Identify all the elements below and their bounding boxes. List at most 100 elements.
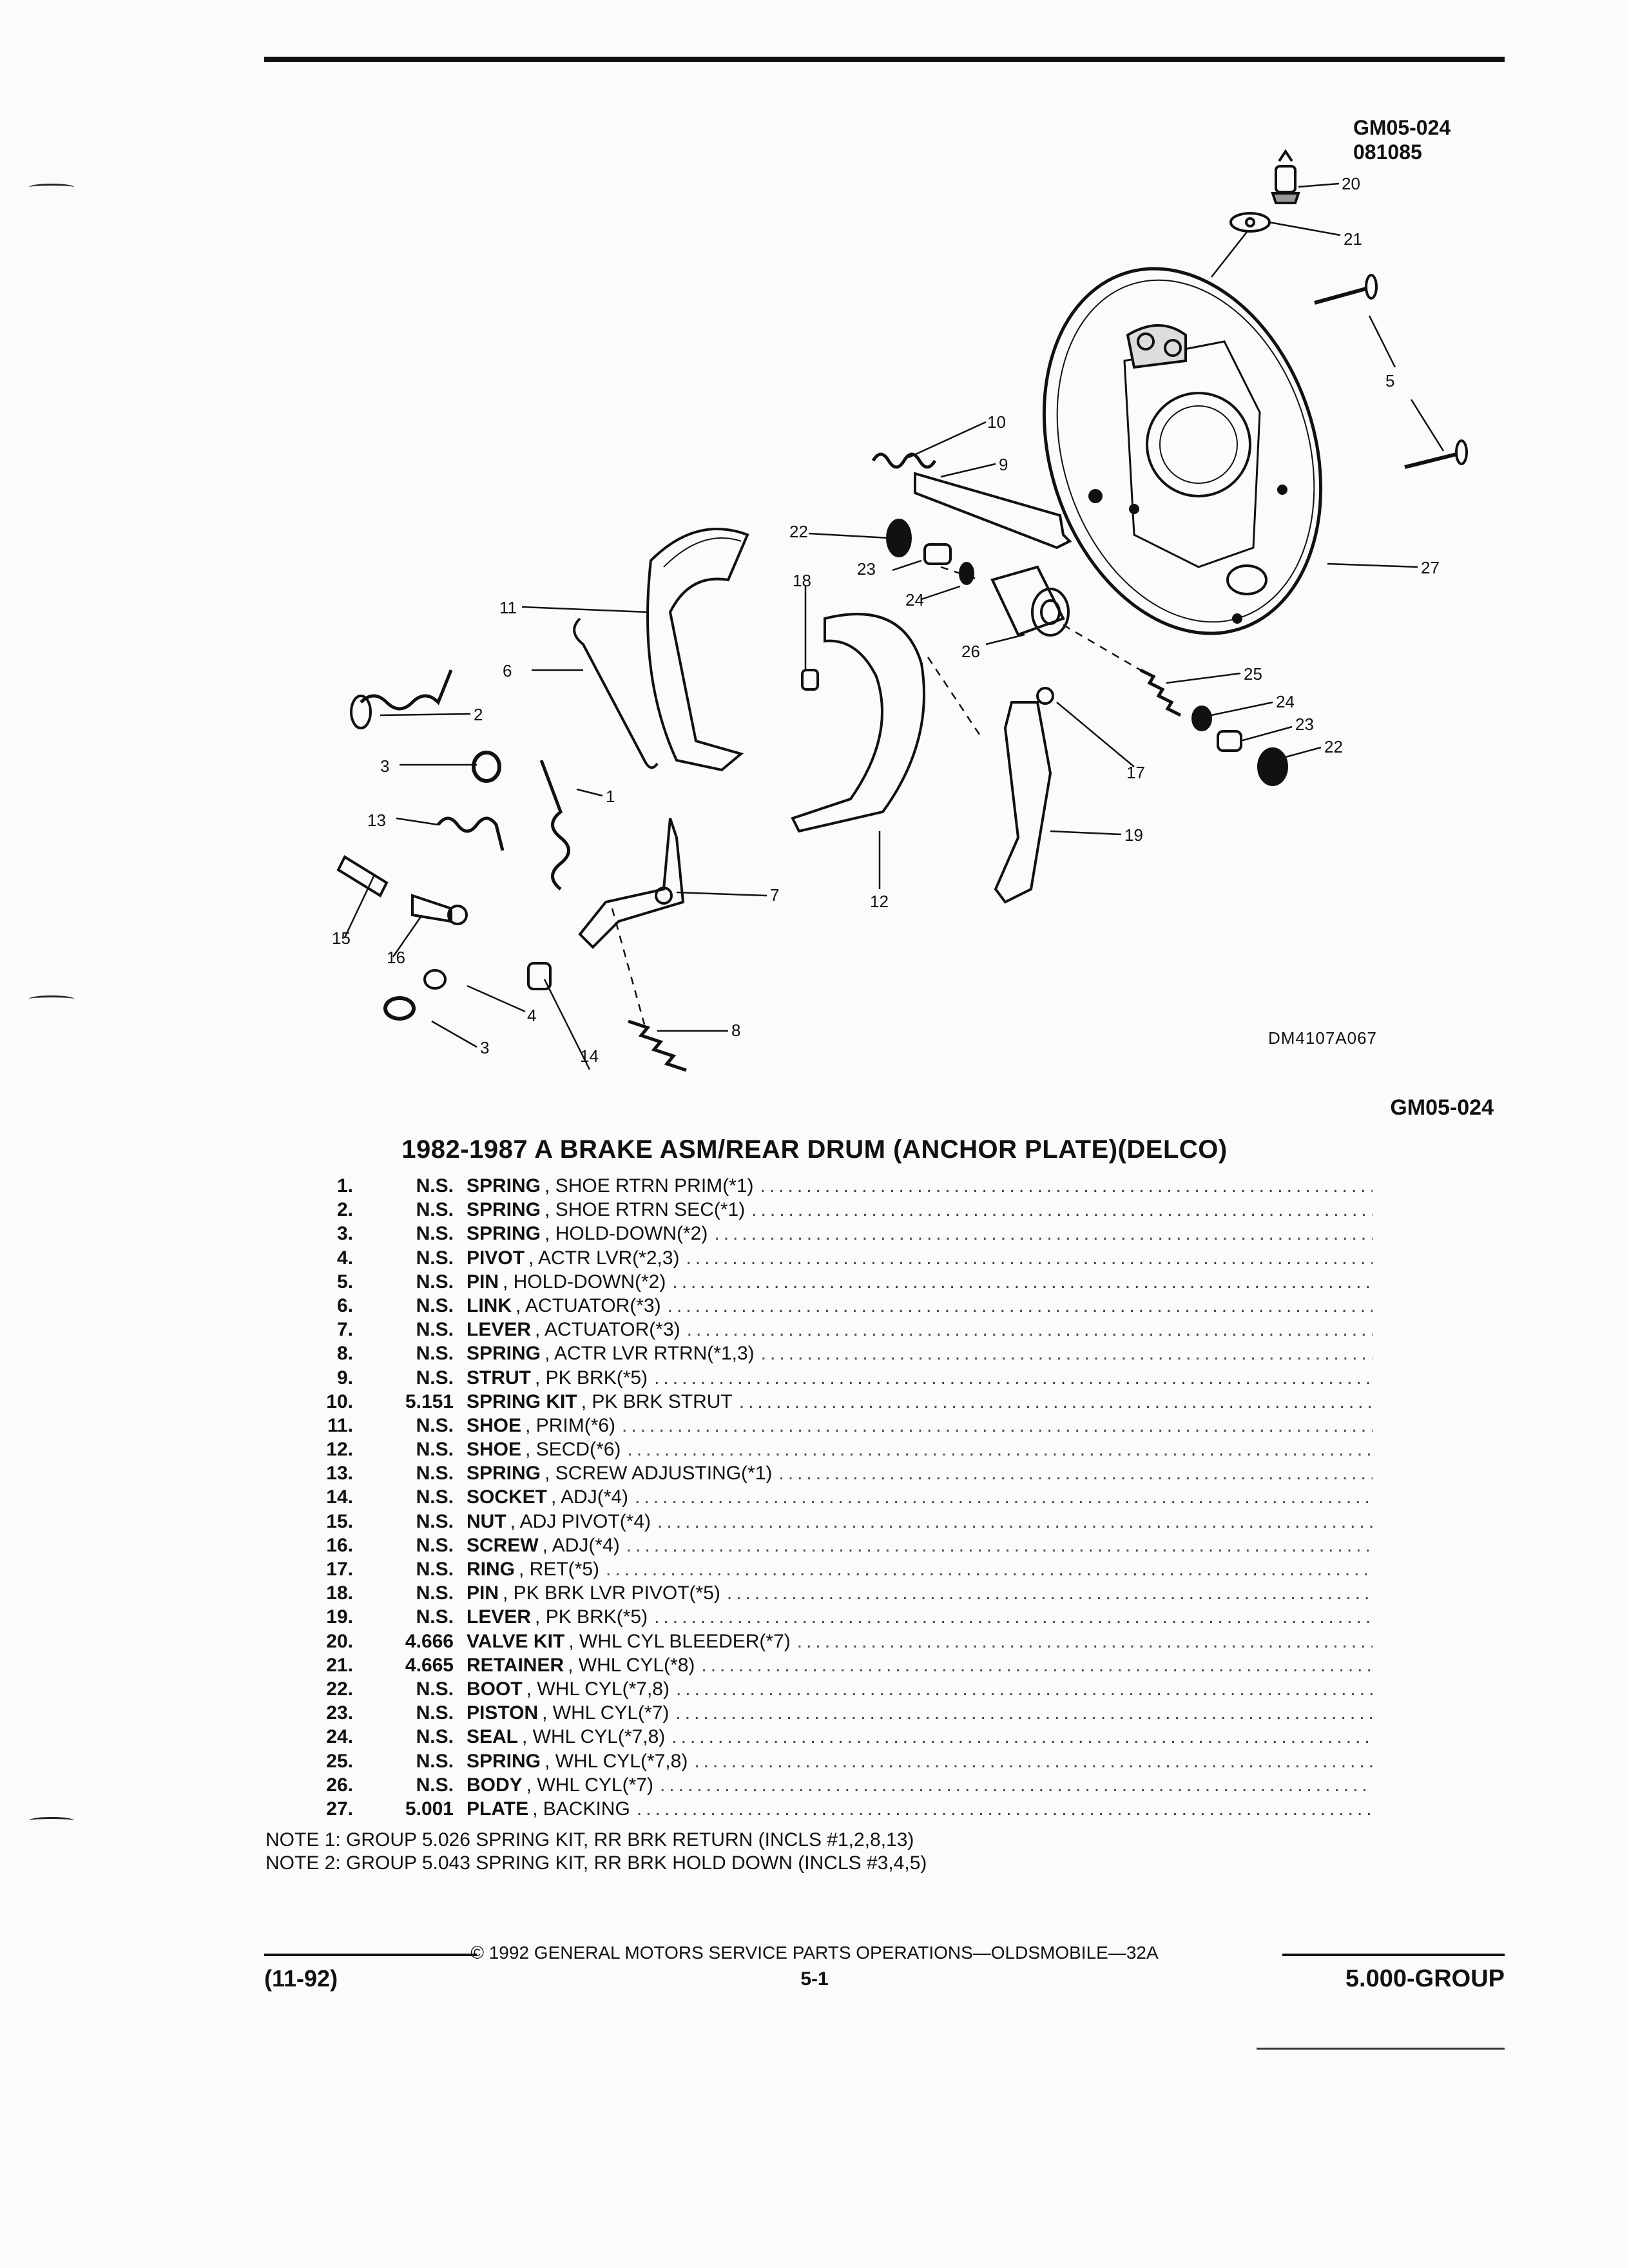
copyright: © 1992 GENERAL MOTORS SERVICE PARTS OPER… — [470, 1943, 1159, 1963]
callout-9: 9 — [999, 455, 1008, 474]
part-description: , PRIM(*6) — [525, 1414, 616, 1436]
parts-row: 6.N.S.LINK, ACTUATOR(*3)................… — [303, 1294, 1373, 1318]
callout-2: 2 — [474, 705, 483, 724]
part-number: 11. — [327, 1414, 353, 1436]
diagram-code: GM05-024 — [1353, 116, 1451, 139]
part-number: 9. — [336, 1367, 353, 1389]
boot-drawing — [886, 519, 912, 557]
parts-row: 13.N.S.SPRING, SCREW ADJUSTING(*1)......… — [303, 1461, 1373, 1485]
part-number: 2. — [336, 1199, 353, 1221]
drawing-number: DM4107A067 — [1268, 1028, 1377, 1048]
part-description: , SHOE RTRN PRIM(*1) — [545, 1175, 754, 1196]
group-code: GM05-024 — [1390, 1095, 1494, 1120]
part-number: 4. — [336, 1247, 353, 1269]
callout-22a: 22 — [789, 522, 808, 541]
callout-6: 6 — [503, 661, 512, 680]
part-name: RETAINER — [467, 1654, 564, 1676]
footer-group: 5.000-GROUP — [1345, 1965, 1505, 1992]
part-description: , ADJ(*4) — [542, 1534, 620, 1556]
callout-5: 5 — [1385, 371, 1394, 390]
group-number: N.S. — [416, 1343, 454, 1365]
part-number: 26. — [326, 1774, 353, 1796]
part-number: 14. — [326, 1486, 353, 1508]
part-name: STRUT — [467, 1367, 531, 1389]
part-name: PIVOT — [467, 1247, 525, 1269]
group-number: 5.001 — [405, 1798, 454, 1820]
punch-mark — [29, 1817, 74, 1824]
callout-26: 26 — [961, 642, 980, 661]
leader-dots: ........................................… — [654, 1606, 1373, 1628]
part-name: PISTON — [467, 1702, 539, 1724]
part-description: , SHOE RTRN SEC(*1) — [545, 1199, 746, 1221]
diagram-artwork — [336, 149, 1468, 1072]
part-description: , WHL CYL(*8) — [568, 1654, 695, 1676]
part-name: RING — [467, 1559, 515, 1580]
part-name: BODY — [467, 1774, 523, 1796]
parts-row: 9. N.S. STRUT, PK BRK(*5).................… — [303, 1366, 1373, 1390]
leader-dots: ........................................… — [760, 1175, 1373, 1196]
part-number: 15. — [326, 1510, 353, 1532]
hold-down-pin-drawing — [1314, 287, 1367, 305]
leader-dots: ........................................… — [659, 1774, 1373, 1796]
parts-row: 14.N.S.SOCKET, ADJ(*4)..................… — [303, 1485, 1373, 1509]
parts-row: 19.N.S.LEVER, PK BRK(*5)................… — [303, 1605, 1373, 1629]
part-name: SPRING — [467, 1175, 541, 1196]
top-rule — [264, 57, 1505, 62]
leader-dots: ........................................… — [636, 1798, 1373, 1820]
part-description: , PK BRK(*5) — [535, 1367, 648, 1389]
callout-20: 20 — [1342, 174, 1360, 193]
part-description: , SECD(*6) — [525, 1439, 621, 1461]
leader-dots: ........................................… — [635, 1486, 1373, 1508]
callout-12: 12 — [870, 892, 889, 911]
leader-dots: ........................................… — [654, 1367, 1373, 1389]
part-name: SHOE — [467, 1439, 522, 1461]
group-number: N.S. — [416, 1678, 454, 1700]
cylinder-spring-drawing — [1139, 668, 1182, 717]
part-description: , SCREW ADJUSTING(*1) — [545, 1463, 773, 1485]
part-name: BOOT — [467, 1678, 523, 1700]
part-name: VALVE KIT — [467, 1630, 565, 1652]
actuator-link-drawing — [573, 617, 659, 769]
parts-row: 17.N.S.RING, RET(*5)....................… — [303, 1557, 1373, 1581]
adjuster-nut-drawing — [336, 855, 389, 898]
leader-dots: ........................................… — [627, 1439, 1373, 1461]
part-name: LEVER — [467, 1606, 532, 1628]
callout-16: 16 — [387, 948, 405, 967]
callout-21: 21 — [1344, 229, 1362, 249]
group-number: N.S. — [416, 1367, 454, 1389]
secondary-return-spring-drawing — [360, 669, 453, 711]
part-description: , HOLD-DOWN(*2) — [545, 1223, 708, 1245]
part-name: SPRING KIT — [467, 1390, 577, 1412]
callout-25: 25 — [1244, 664, 1262, 684]
part-description: , WHL CYL(*7) — [526, 1774, 653, 1796]
leader-dots: ........................................… — [701, 1654, 1373, 1676]
callout-13: 13 — [367, 811, 386, 830]
part-name: PLATE — [467, 1798, 529, 1820]
part-description: , BACKING — [532, 1798, 630, 1820]
note-2: NOTE 2: GROUP 5.043 SPRING KIT, RR BRK H… — [265, 1852, 927, 1874]
part-number: 10. — [326, 1390, 353, 1412]
group-number: N.S. — [416, 1294, 454, 1316]
group-number: N.S. — [416, 1726, 454, 1748]
leader-dots: ........................................… — [778, 1463, 1373, 1485]
leader-dots: ........................................… — [686, 1319, 1373, 1341]
part-description: , WHL CYL(*7,8) — [522, 1726, 666, 1748]
part-description: , WHL CYL(*7,8) — [526, 1678, 670, 1700]
group-number: N.S. — [416, 1486, 454, 1508]
part-number: 20. — [326, 1630, 353, 1652]
part-description: , ADJ PIVOT(*4) — [510, 1510, 651, 1532]
group-number: N.S. — [416, 1271, 454, 1293]
part-description: , PK BRK LVR PIVOT(*5) — [503, 1582, 720, 1604]
part-name: SPRING — [467, 1199, 541, 1221]
footer-date-code: (11-92) — [264, 1965, 338, 1992]
part-name: PIN — [467, 1271, 499, 1293]
parts-row: 8.N.S.SPRING, ACTR LVR RTRN(*1,3).......… — [303, 1341, 1373, 1365]
group-number: N.S. — [416, 1175, 454, 1196]
leader-dots: ........................................… — [626, 1534, 1373, 1556]
actuator-lever-drawing — [578, 818, 685, 949]
page-title: 1982-1987 A BRAKE ASM/REAR DRUM (ANCHOR … — [401, 1135, 1228, 1164]
callout-22b: 22 — [1324, 737, 1343, 756]
part-name: LEVER — [467, 1319, 532, 1341]
